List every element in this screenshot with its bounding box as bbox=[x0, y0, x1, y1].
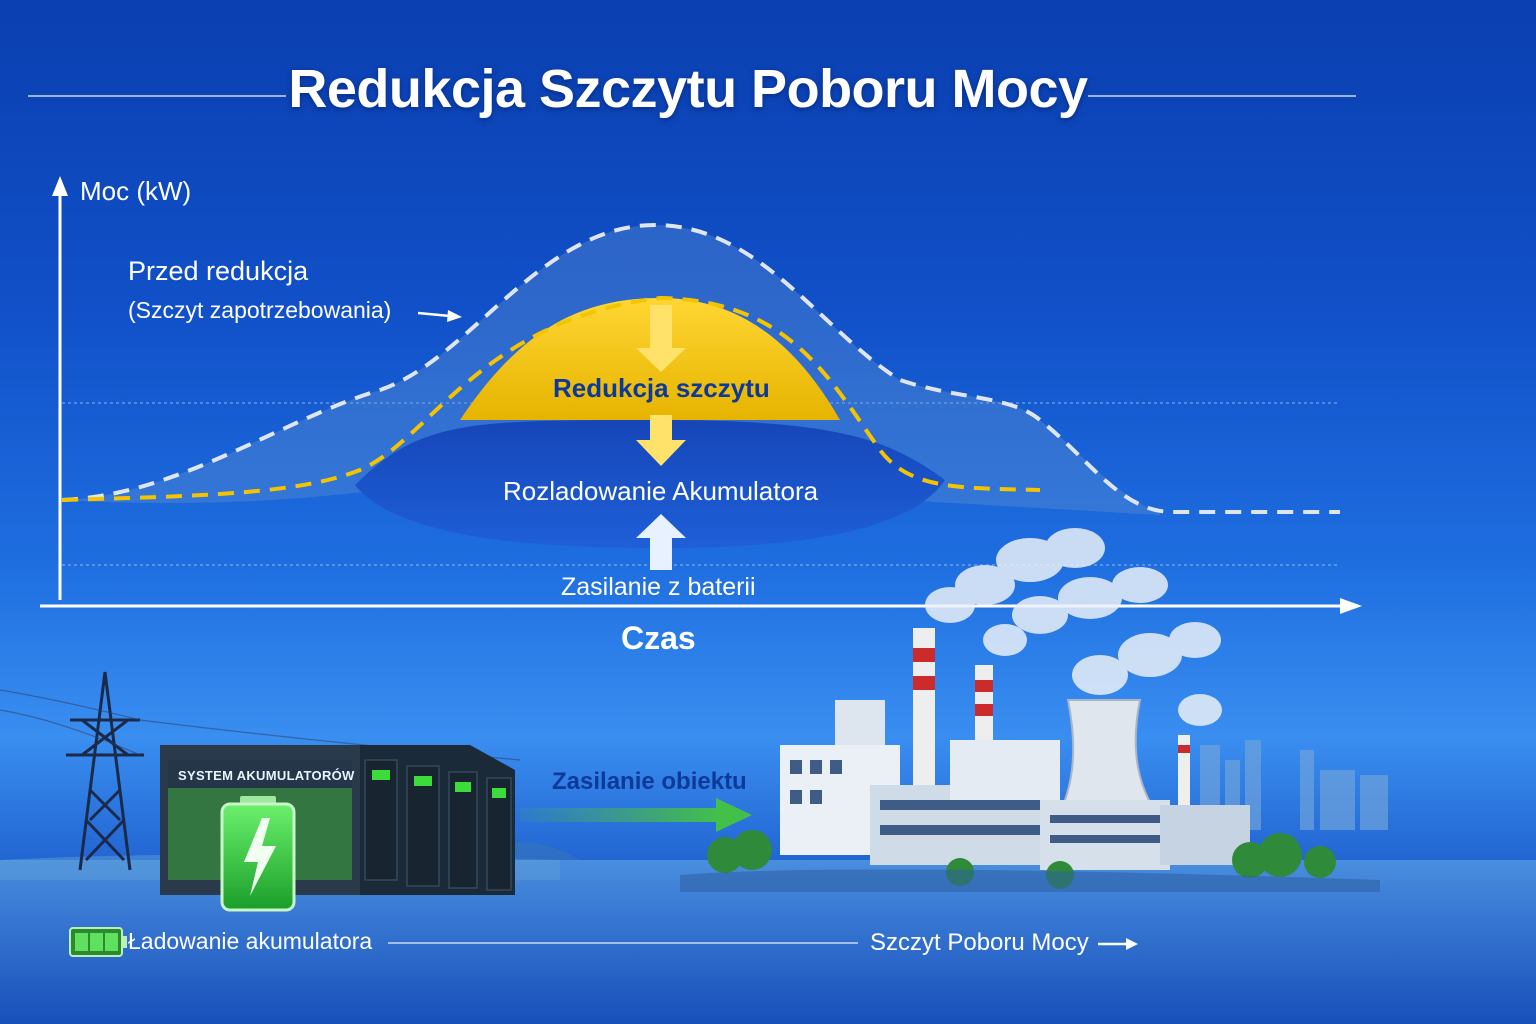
before-reduction-label: Przed redukcja bbox=[128, 256, 309, 286]
peak-footer-label: Szczyt Poboru Mocy bbox=[870, 929, 1089, 956]
page-title: Redukcja Szczytu Poboru Mocy bbox=[288, 59, 1088, 119]
discharge-area bbox=[355, 420, 945, 548]
battery-icon bbox=[69, 927, 127, 957]
battery-system-label: SYSTEM AKUMULATORÓW bbox=[178, 768, 355, 783]
lightning-icon bbox=[244, 818, 276, 896]
peak-reduction-label: Redukcja szczytu bbox=[553, 373, 770, 403]
factory-icon bbox=[680, 528, 1388, 892]
up-arrow-icon bbox=[636, 514, 686, 570]
y-axis-arrow bbox=[52, 176, 68, 196]
after-curve bbox=[61, 295, 1041, 502]
transmission-tower-icon bbox=[66, 671, 144, 871]
x-axis-arrow bbox=[1340, 598, 1362, 614]
discharge-label: Rozladowanie Akumulatora bbox=[503, 476, 819, 506]
down-arrow-icon bbox=[636, 305, 686, 372]
before-pointer bbox=[417, 311, 451, 318]
battery-supply-label: Zasilanie z baterii bbox=[561, 573, 756, 601]
facility-supply-arrow bbox=[520, 798, 752, 832]
facility-supply-label: Zasilanie obiektu bbox=[552, 768, 747, 795]
before-curve bbox=[61, 222, 1340, 514]
x-axis-label: Czas bbox=[621, 620, 696, 656]
y-axis-label: Moc (kW) bbox=[80, 176, 192, 206]
before-reduction-sublabel: (Szczyt zapotrzebowania) bbox=[128, 297, 392, 323]
down-arrow-icon bbox=[636, 415, 686, 466]
charging-label: Ładowanie akumulatora bbox=[128, 928, 373, 954]
